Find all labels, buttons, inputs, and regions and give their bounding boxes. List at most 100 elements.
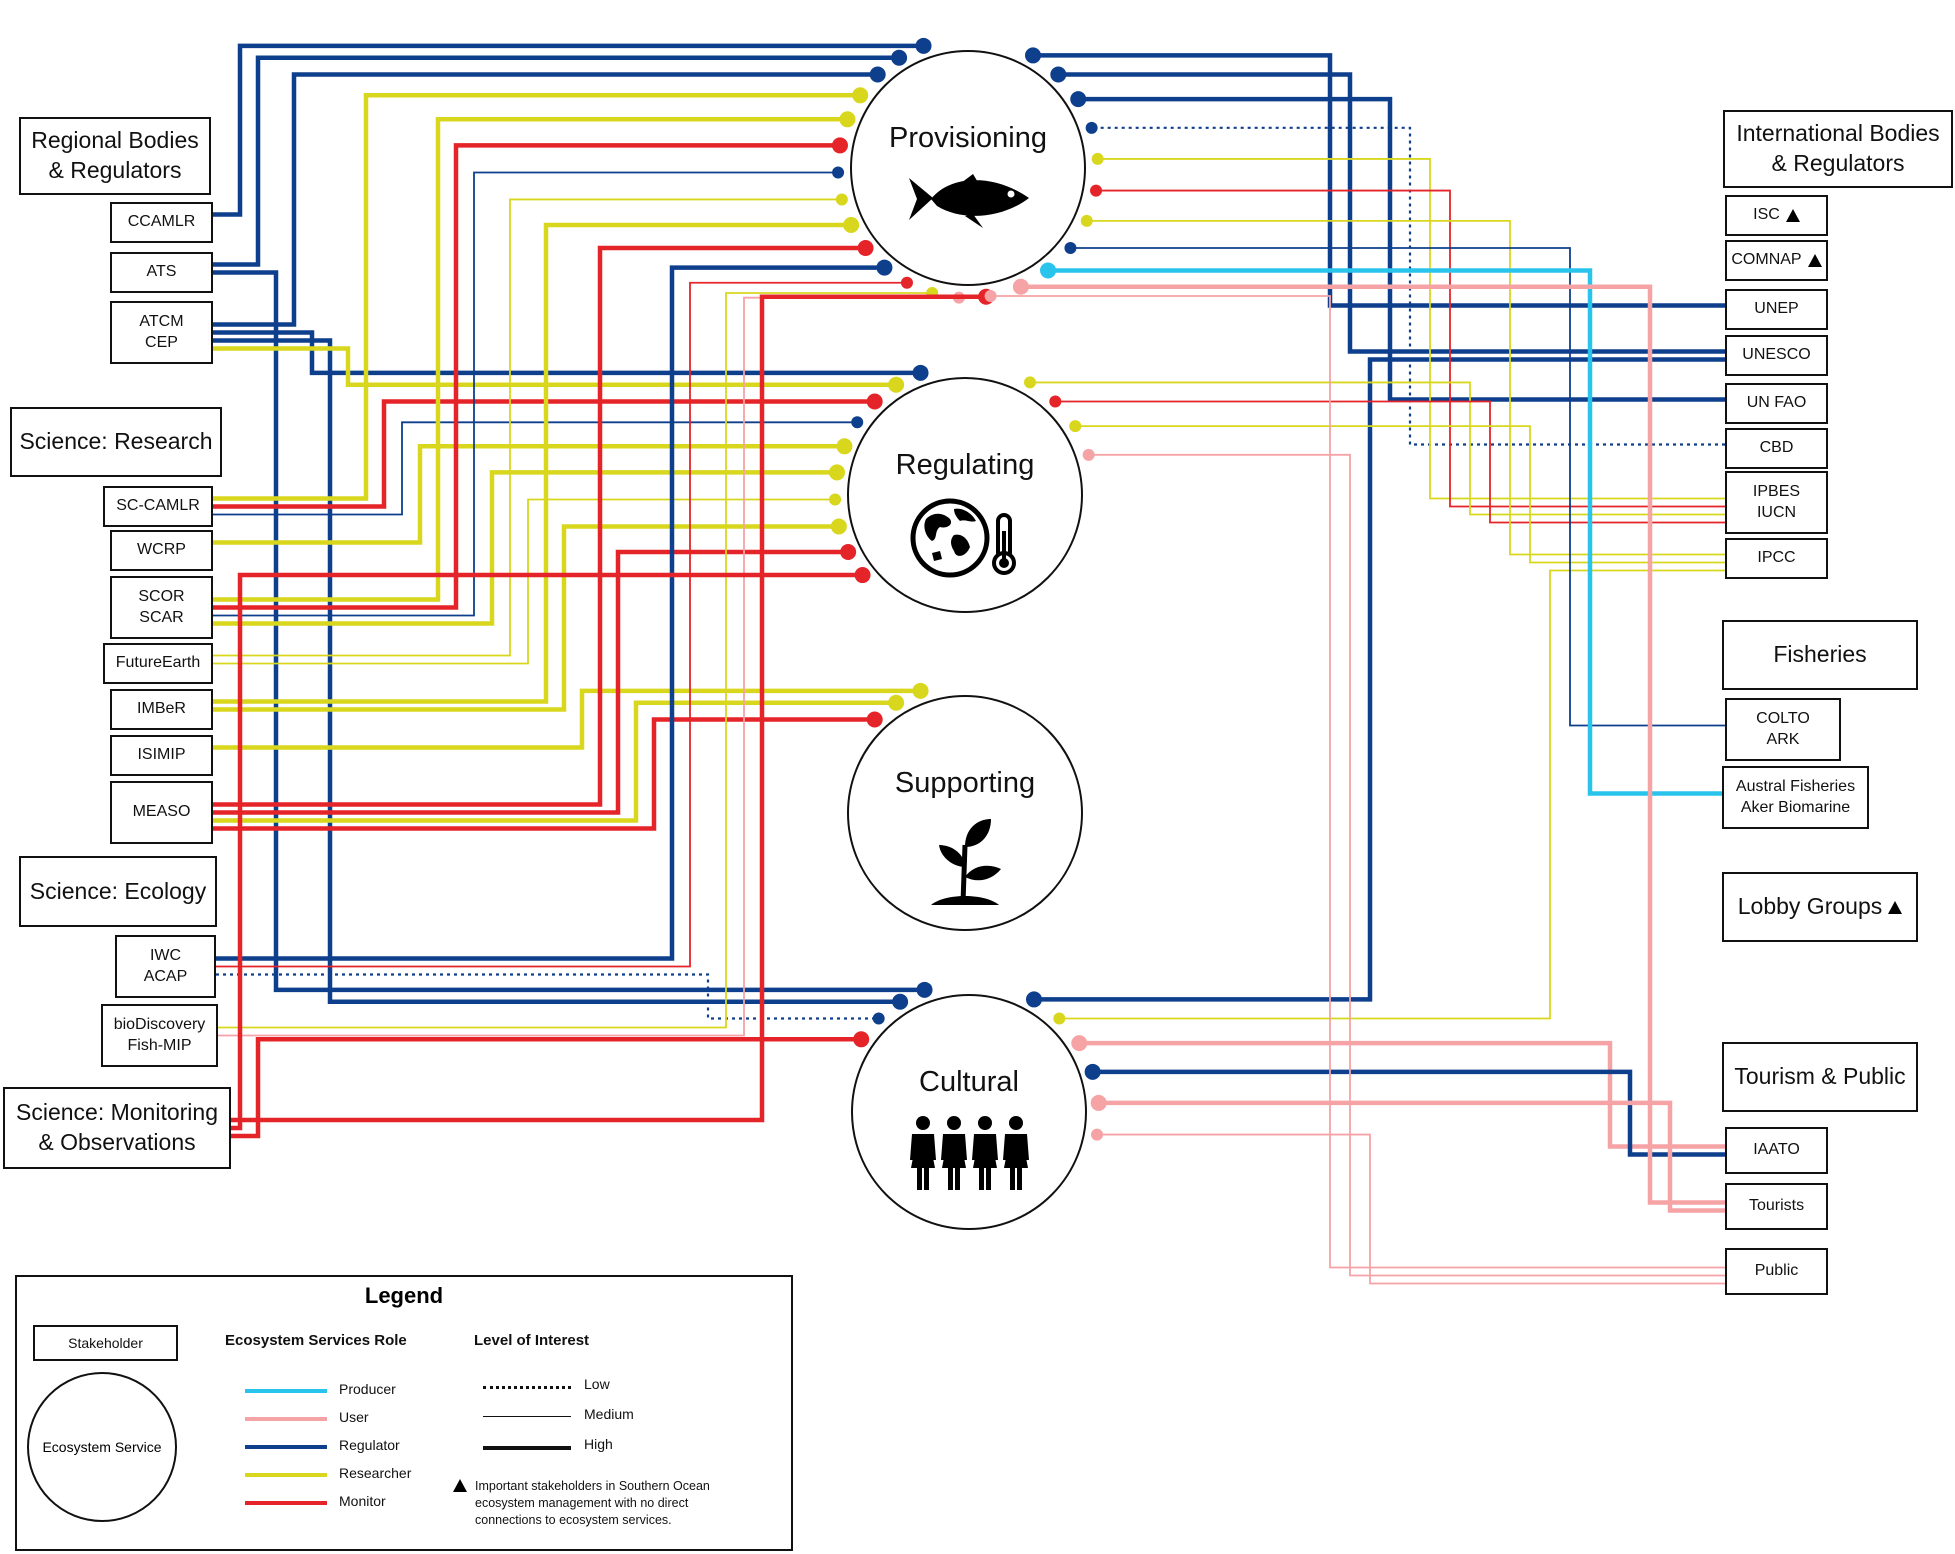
cultural-label: Cultural bbox=[919, 1066, 1019, 1098]
supporting-label: Supporting bbox=[894, 767, 1036, 799]
link-endpoint-dot bbox=[828, 464, 845, 481]
cbd-label: CBD bbox=[1759, 439, 1794, 457]
provisioning-service-circle: Provisioning bbox=[850, 50, 1086, 286]
link-endpoint-dot bbox=[1082, 448, 1095, 461]
link-ats-cultural-regulator bbox=[213, 270, 925, 993]
link-endpoint-dot bbox=[892, 993, 909, 1010]
link-endpoint-dot bbox=[1050, 66, 1067, 83]
people-group-icon-wrap bbox=[909, 1114, 1029, 1197]
comnap-label: COMNAP bbox=[1731, 251, 1802, 269]
link-futureearth-provisioning-researcher bbox=[213, 198, 842, 657]
link-endpoint-dot bbox=[1069, 420, 1082, 433]
legend-role-swatch bbox=[245, 1389, 327, 1393]
sci-research-label: Science: Research bbox=[19, 428, 213, 455]
biodiscovery-stakeholder-box: bioDiscovery Fish-MIP bbox=[101, 1004, 218, 1067]
legend-note: Important stakeholders in Southern Ocean… bbox=[475, 1479, 710, 1527]
link-endpoint-dot bbox=[1070, 91, 1087, 108]
link-unep-provisioning-regulator bbox=[1033, 53, 1725, 308]
lobby-label: Lobby Groups bbox=[1737, 893, 1883, 920]
colto-stakeholder-box: COLTO ARK bbox=[1725, 698, 1841, 761]
link-endpoint-dot bbox=[888, 376, 905, 393]
tourism-label: Tourism & Public bbox=[1734, 1063, 1906, 1090]
unfao-label: UN FAO bbox=[1746, 394, 1807, 412]
legend-levels-header: Level of Interest bbox=[474, 1332, 590, 1349]
legend-service-label: Ecosystem Service bbox=[42, 1439, 162, 1455]
link-endpoint-dot bbox=[843, 216, 860, 233]
tourists-label: Tourists bbox=[1748, 1197, 1805, 1215]
international-group-box: International Bodies & Regulators bbox=[1723, 110, 1953, 188]
link-scor-provisioning-researcher bbox=[213, 117, 848, 602]
link-ats-provisioning-regulator bbox=[213, 55, 900, 267]
legend-level-swatch bbox=[483, 1386, 571, 1389]
legend-panel: Legend Stakeholder Ecosystem Service Eco… bbox=[15, 1275, 793, 1551]
link-measo-provisioning-monitor bbox=[213, 245, 866, 807]
link-tourists-provisioning-user bbox=[1020, 284, 1725, 1205]
link-endpoint-dot bbox=[1040, 262, 1057, 279]
link-measo-supporting-researcher bbox=[213, 700, 897, 823]
measo-stakeholder-box: MEASO bbox=[110, 781, 213, 844]
sci-monitoring-group-box: Science: Monitoring & Observations bbox=[3, 1087, 231, 1169]
imber-label: IMBeR bbox=[137, 700, 186, 718]
scor-stakeholder-box: SCOR SCAR bbox=[110, 576, 213, 639]
ipcc-label: IPCC bbox=[1757, 549, 1796, 567]
link-public-cultural-user bbox=[1097, 1133, 1725, 1285]
link-endpoint-dot bbox=[1049, 395, 1062, 408]
link-endpoint-dot bbox=[984, 290, 997, 303]
link-wcrp-regulating-researcher bbox=[213, 444, 845, 545]
measo-label: MEASO bbox=[132, 803, 191, 821]
legend-roles-header: Ecosystem Services Role bbox=[225, 1332, 407, 1349]
link-sci_monitoring-cultural-monitor bbox=[231, 1037, 862, 1139]
sccamlr-label: SC-CAMLR bbox=[116, 497, 200, 515]
link-endpoint-dot bbox=[1012, 278, 1029, 295]
link-endpoint-dot bbox=[869, 66, 886, 83]
link-futureearth-regulating-researcher bbox=[213, 498, 836, 665]
link-endpoint-dot bbox=[829, 493, 842, 506]
link-sccamlr-regulating-regulator bbox=[213, 421, 858, 516]
link-imber-provisioning-researcher bbox=[213, 222, 852, 704]
link-endpoint-dot bbox=[888, 694, 905, 711]
link-ipbes-provisioning-researcher bbox=[1097, 158, 1725, 500]
wcrp-stakeholder-box: WCRP bbox=[110, 530, 213, 571]
link-endpoint-dot bbox=[1080, 214, 1093, 227]
link-colto-provisioning-regulator bbox=[1070, 247, 1725, 727]
link-endpoint-dot bbox=[912, 364, 929, 381]
link-public-provisioning-user bbox=[990, 295, 1725, 1269]
comnap-stakeholder-box: COMNAP bbox=[1725, 240, 1828, 281]
legend-role-swatch bbox=[245, 1501, 327, 1505]
fisheries-label: Fisheries bbox=[1773, 641, 1867, 668]
biodiscovery-label: bioDiscovery Fish-MIP bbox=[113, 1015, 206, 1054]
link-measo-regulating-monitor bbox=[213, 549, 849, 815]
unfao-stakeholder-box: UN FAO bbox=[1725, 383, 1828, 424]
ats-label: ATS bbox=[146, 263, 177, 281]
futureearth-stakeholder-box: FutureEarth bbox=[103, 643, 213, 684]
triangle-flag-icon bbox=[1888, 900, 1903, 914]
austral-label: Austral Fisheries Aker Biomarine bbox=[1735, 777, 1856, 816]
unep-stakeholder-box: UNEP bbox=[1725, 289, 1828, 330]
sccamlr-stakeholder-box: SC-CAMLR bbox=[103, 486, 213, 527]
link-ipbes-provisioning-monitor bbox=[1096, 189, 1725, 508]
futureearth-label: FutureEarth bbox=[115, 654, 201, 672]
ccamlr-stakeholder-box: CCAMLR bbox=[110, 202, 213, 243]
link-endpoint-dot bbox=[854, 567, 871, 584]
tourism-group-box: Tourism & Public bbox=[1722, 1042, 1918, 1112]
isimip-label: ISIMIP bbox=[137, 746, 186, 764]
legend-role-swatch bbox=[245, 1445, 327, 1449]
wcrp-label: WCRP bbox=[137, 541, 186, 559]
isimip-stakeholder-box: ISIMIP bbox=[110, 735, 213, 776]
plant-sprout-icon-wrap bbox=[925, 815, 1005, 912]
link-biodiscovery-provisioning-researcher bbox=[218, 292, 933, 1029]
link-scor-provisioning-regulator bbox=[213, 171, 839, 617]
link-isimip-supporting-researcher bbox=[213, 688, 921, 750]
link-tourists-cultural-user bbox=[1098, 1100, 1725, 1213]
iaato-stakeholder-box: IAATO bbox=[1725, 1127, 1828, 1174]
link-iaato-cultural-regulator bbox=[1092, 1069, 1725, 1157]
link-sccamlr-regulating-monitor bbox=[213, 399, 875, 509]
link-endpoint-dot bbox=[836, 438, 853, 455]
ats-stakeholder-box: ATS bbox=[110, 252, 213, 293]
legend-level-label: High bbox=[584, 1436, 613, 1452]
link-endpoint-dot bbox=[1091, 1128, 1104, 1141]
link-endpoint-dot bbox=[1090, 1094, 1107, 1111]
provisioning-label: Provisioning bbox=[889, 122, 1047, 154]
fisheries-group-box: Fisheries bbox=[1722, 620, 1918, 690]
link-endpoint-dot bbox=[891, 49, 908, 66]
